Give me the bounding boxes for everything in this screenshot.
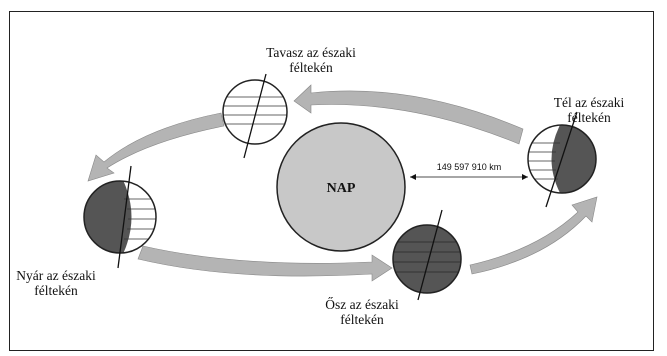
orbit-arrow-autumn-to-winter [469,196,598,275]
sun-circle [276,122,406,252]
orbit-arrow-winter-to-spring [293,84,524,145]
sun-label: NAP [327,181,356,196]
spring-axis [243,73,267,159]
autumn-axis [417,209,443,301]
orbit-arrow-summer-to-autumn [137,245,393,282]
autumn-label-line2: féltekén [340,312,384,327]
summer-label-line2: féltekén [34,283,78,298]
autumn-label-line1: Ősz az északi [325,297,399,312]
spring-globe [222,73,288,159]
winter-label-line1: Tél az északi [554,95,625,110]
summer-globe [83,165,157,269]
summer-label-line1: Nyár az északi [16,268,96,283]
summer-axis [117,165,132,269]
distance-arrowhead-left [410,174,416,180]
distance-arrowhead-right [522,174,528,180]
autumn-globe [392,209,462,301]
winter-axis [545,111,578,208]
distance-label: 149 597 910 km [437,162,502,172]
winter-label-line2: féltekén [567,110,611,125]
spring-label-line2: féltekén [289,60,333,75]
orbit-arrow-spring-to-summer [87,112,225,182]
spring-label-line1: Tavasz az északi [266,45,356,60]
winter-globe [527,111,597,208]
